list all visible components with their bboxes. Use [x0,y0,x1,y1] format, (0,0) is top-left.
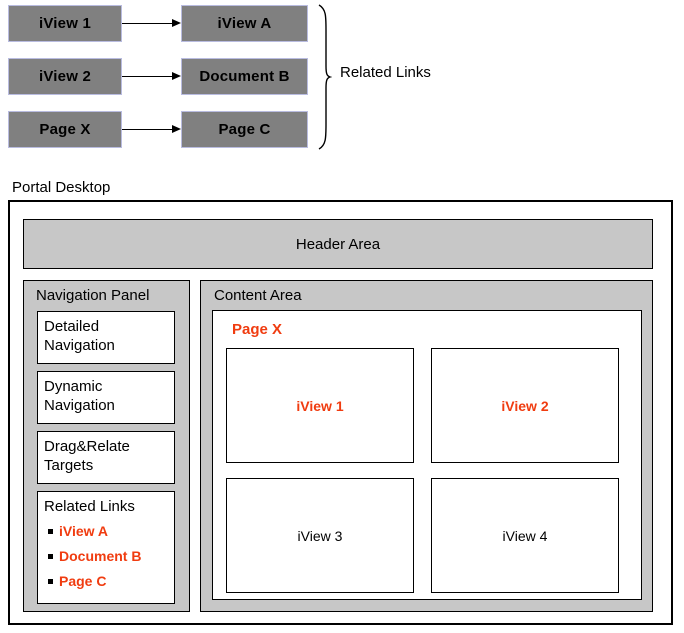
iview-tile-3[interactable]: iView 3 [226,478,414,593]
nav-item-label-line-2: Navigation [44,337,115,354]
mapping-arrow-3 [122,125,181,134]
content-area: Content Area Page X iView 1 iView 2 iVie… [200,280,653,612]
bullet-square-icon [48,579,53,584]
related-links-box-title: Related Links [44,498,135,515]
bullet-square-icon [48,529,53,534]
navigation-panel: Navigation Panel Detailed Navigation Dyn… [23,280,190,612]
iview-tile-label: iView 4 [502,527,548,544]
related-links-caption: Related Links [340,64,431,81]
iview-tile-label: iView 2 [501,397,549,414]
page-container: Page X iView 1 iView 2 iView 3 iView 4 [212,310,642,600]
arrow-shaft [122,23,174,25]
mapping-source-box-2: iView 2 [8,58,122,95]
nav-item-label-line-2: Navigation [44,397,115,414]
related-links-mapping-section: iView 1 iView A iView 2 Document B Page … [0,0,684,165]
nav-item-label-line-1: Detailed [44,318,100,335]
related-link-label: iView A [59,523,109,539]
mapping-target-box-1: iView A [181,5,308,42]
portal-desktop-label: Portal Desktop [12,179,111,196]
nav-item-label-line-1: Drag&Relate [44,438,130,455]
page-title: Page X [232,321,283,338]
header-area-label: Header Area [295,235,381,253]
iview-tile-label: iView 3 [297,527,343,544]
nav-item-label-line-1: Dynamic [44,378,103,395]
arrow-head-icon [172,125,181,133]
related-link-item[interactable]: Document B [48,547,174,566]
header-area: Header Area [23,219,653,269]
bullet-square-icon [48,554,53,559]
iview-tile-1[interactable]: iView 1 [226,348,414,463]
nav-item-dynamic-navigation[interactable]: Dynamic Navigation [37,371,175,424]
nav-item-detailed-navigation[interactable]: Detailed Navigation [37,311,175,364]
related-link-item[interactable]: iView A [48,522,174,541]
portal-desktop-frame: Header Area Navigation Panel Detailed Na… [8,200,673,625]
mapping-source-box-1: iView 1 [8,5,122,42]
mapping-target-box-3: Page C [181,111,308,148]
mapping-arrow-1 [122,19,181,28]
related-link-label: Document B [59,548,142,564]
nav-item-related-links[interactable]: Related Links iView A Document B Page C [37,491,175,604]
navigation-panel-title: Navigation Panel [36,287,150,304]
related-link-label: Page C [59,573,107,589]
mapping-source-box-3: Page X [8,111,122,148]
iview-tile-2[interactable]: iView 2 [431,348,619,463]
related-link-item[interactable]: Page C [48,572,174,591]
content-area-title: Content Area [214,287,302,304]
arrow-shaft [122,129,174,131]
iview-tile-4[interactable]: iView 4 [431,478,619,593]
mapping-arrow-2 [122,72,181,81]
iview-tile-label: iView 1 [296,397,344,414]
arrow-head-icon [172,19,181,27]
arrow-shaft [122,76,174,78]
nav-item-label-line-2: Targets [44,457,94,474]
arrow-head-icon [172,72,181,80]
mapping-target-box-2: Document B [181,58,308,95]
nav-item-drag-and-relate-targets[interactable]: Drag&Relate Targets [37,431,175,484]
curly-brace-icon [316,4,332,150]
